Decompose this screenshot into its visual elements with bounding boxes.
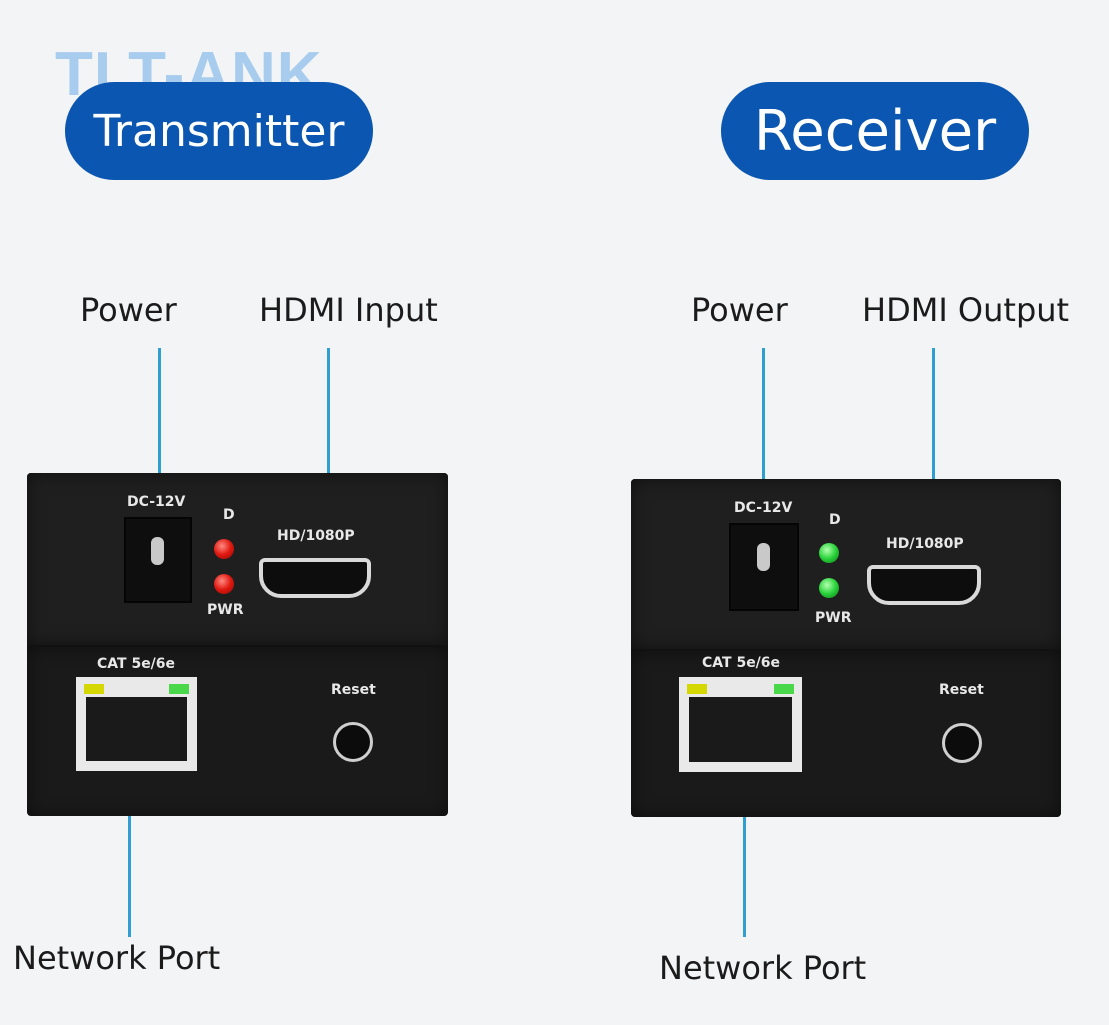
transmitter-device: DC-12V D PWR HD/1080P CAT 5e/6e Reset — [27, 473, 448, 816]
tx-rj45-green-led — [169, 684, 189, 694]
tx-pwr-led — [214, 574, 234, 594]
tx-hdmi-line — [327, 348, 330, 490]
rx-network-callout: Network Port — [659, 949, 867, 987]
tx-rj45-socket — [86, 697, 187, 761]
rx-hdmi-port[interactable] — [867, 565, 981, 605]
tx-rj45-port[interactable] — [76, 677, 197, 771]
rx-power-line — [762, 348, 765, 490]
rx-dc-label: DC-12V — [734, 500, 793, 516]
rx-rj45-green-led — [774, 684, 794, 694]
rx-dc-jack[interactable] — [729, 523, 799, 611]
tx-reset-button[interactable] — [333, 722, 373, 762]
rx-d-led — [819, 543, 839, 563]
tx-pwr-label: PWR — [207, 602, 244, 618]
rx-rj45-socket — [689, 697, 792, 762]
rx-pwr-led — [819, 578, 839, 598]
rx-dc-pin — [757, 543, 770, 571]
tx-d-label: D — [223, 507, 235, 523]
tx-network-line — [128, 795, 131, 937]
rx-hdmi-label: HD/1080P — [886, 536, 964, 552]
rx-d-label: D — [829, 512, 841, 528]
transmitter-title-pill: Transmitter — [65, 82, 373, 180]
tx-power-line — [158, 348, 161, 490]
rx-hdmi-callout: HDMI Output — [862, 291, 1070, 329]
rx-top-panel: DC-12V D PWR HD/1080P — [631, 479, 1061, 649]
tx-rj45-yellow-led — [84, 684, 104, 694]
tx-d-led — [214, 539, 234, 559]
transmitter-title: Transmitter — [93, 105, 345, 157]
receiver-title-pill: Receiver — [721, 82, 1029, 180]
receiver-device: DC-12V D PWR HD/1080P CAT 5e/6e Reset — [631, 479, 1061, 817]
tx-power-callout: Power — [80, 291, 177, 329]
rx-power-callout: Power — [691, 291, 788, 329]
tx-hdmi-port[interactable] — [259, 558, 371, 598]
rx-rj45-port[interactable] — [679, 677, 802, 772]
tx-cat-label: CAT 5e/6e — [97, 656, 176, 672]
rx-reset-label: Reset — [939, 682, 984, 698]
rx-bottom-panel: CAT 5e/6e Reset — [631, 649, 1061, 817]
tx-dc-jack[interactable] — [124, 517, 192, 603]
rx-pwr-label: PWR — [815, 610, 852, 626]
rx-rj45-yellow-led — [687, 684, 707, 694]
receiver-title: Receiver — [753, 98, 997, 164]
tx-bottom-panel: CAT 5e/6e Reset — [27, 645, 448, 816]
tx-hdmi-callout: HDMI Input — [259, 291, 438, 329]
rx-network-line — [743, 795, 746, 937]
rx-reset-button[interactable] — [942, 723, 982, 763]
tx-dc-label: DC-12V — [127, 494, 186, 510]
tx-top-panel: DC-12V D PWR HD/1080P — [27, 473, 448, 645]
tx-hdmi-label: HD/1080P — [277, 528, 355, 544]
tx-dc-pin — [151, 537, 164, 565]
tx-reset-label: Reset — [331, 682, 376, 698]
rx-hdmi-line — [932, 348, 935, 490]
tx-network-callout: Network Port — [13, 939, 221, 977]
rx-cat-label: CAT 5e/6e — [702, 655, 781, 671]
